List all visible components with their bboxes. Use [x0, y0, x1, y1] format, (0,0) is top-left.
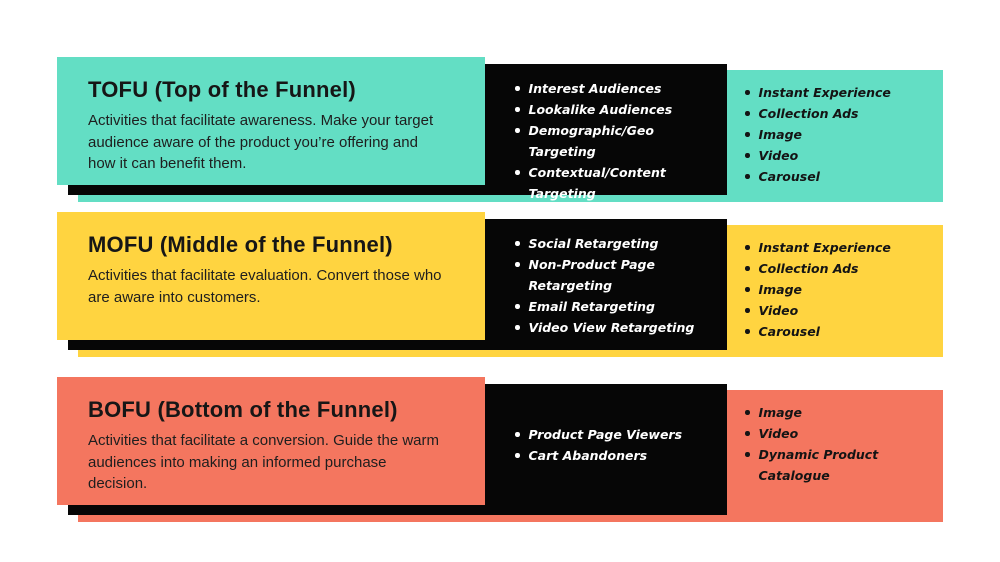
- targeting-item-label: Video View Retargeting: [528, 320, 695, 335]
- targeting-item: Contextual/Content Targeting: [515, 162, 721, 204]
- targeting-item: Product Page Viewers: [515, 424, 721, 445]
- targeting-item: Lookalike Audiences: [515, 99, 721, 120]
- targeting-item-label: Social Retargeting: [528, 236, 659, 251]
- ad-format-item-label: Instant Experience: [758, 240, 891, 255]
- ad-format-item-label: Image: [758, 405, 803, 420]
- ad-format-item: Instant Experience: [745, 82, 939, 103]
- ad-format-item: Carousel: [745, 321, 939, 342]
- bofu-stage-description: Activities that facilitate a conversion.…: [88, 432, 439, 492]
- mofu-stage-description: Activities that facilitate evaluation. C…: [88, 267, 442, 306]
- ad-format-item: Video: [745, 423, 939, 444]
- ad-format-item: Video: [745, 300, 939, 321]
- bullet-icon: [515, 262, 520, 267]
- bullet-icon: [745, 174, 750, 179]
- targeting-item-label: Demographic/Geo Targeting: [528, 123, 654, 159]
- ad-format-item-label: Carousel: [758, 324, 820, 339]
- targeting-item: Demographic/Geo Targeting: [515, 120, 721, 162]
- bullet-icon: [745, 410, 750, 415]
- bullet-icon: [745, 431, 750, 436]
- mofu-stage-title: MOFU (Middle of the Funnel): [88, 232, 393, 257]
- ad-format-item-label: Video: [758, 303, 799, 318]
- bullet-icon: [745, 132, 750, 137]
- ad-format-item: Carousel: [745, 166, 939, 187]
- tofu-stage-card: TOFU (Top of the Funnel) Activities that…: [57, 57, 485, 185]
- ad-format-item-label: Instant Experience: [758, 85, 891, 100]
- ad-format-item: Collection Ads: [745, 103, 939, 124]
- ad-format-item: Instant Experience: [745, 237, 939, 258]
- tofu-stage-description: Activities that facilitate awareness. Ma…: [88, 112, 434, 172]
- ad-format-item: Collection Ads: [745, 258, 939, 279]
- bullet-icon: [745, 266, 750, 271]
- bullet-icon: [515, 170, 520, 175]
- targeting-item: Social Retargeting: [515, 233, 721, 254]
- funnel-row-mofu: MOFU (Middle of the Funnel) Activities t…: [57, 212, 943, 360]
- targeting-item-label: Interest Audiences: [528, 81, 662, 96]
- funnel-row-bofu: BOFU (Bottom of the Funnel) Activities t…: [57, 377, 943, 525]
- targeting-item-label: Email Retargeting: [528, 299, 656, 314]
- ad-format-item-label: Video: [758, 426, 799, 441]
- bullet-icon: [515, 453, 520, 458]
- targeting-item: Email Retargeting: [515, 296, 721, 317]
- bullet-icon: [515, 432, 520, 437]
- bullet-icon: [515, 304, 520, 309]
- bullet-icon: [515, 107, 520, 112]
- ad-format-item-label: Dynamic Product Catalogue: [758, 447, 879, 483]
- ad-format-item-label: Image: [758, 282, 803, 297]
- ad-format-item: Image: [745, 402, 939, 423]
- bofu-targeting-list: Product Page Viewers Cart Abandoners: [485, 384, 727, 515]
- bullet-icon: [745, 287, 750, 292]
- targeting-item-label: Lookalike Audiences: [528, 102, 673, 117]
- tofu-ad-formats-list: Instant Experience Collection Ads Image …: [727, 70, 943, 202]
- ad-format-item: Dynamic Product Catalogue: [745, 444, 939, 486]
- bullet-icon: [515, 241, 520, 246]
- ad-format-item: Video: [745, 145, 939, 166]
- bullet-icon: [745, 329, 750, 334]
- ad-format-item-label: Collection Ads: [758, 106, 859, 121]
- ad-format-item-label: Image: [758, 127, 803, 142]
- bullet-icon: [745, 245, 750, 250]
- ad-format-item-label: Collection Ads: [758, 261, 859, 276]
- targeting-item: Video View Retargeting: [515, 317, 721, 338]
- bullet-icon: [515, 86, 520, 91]
- mofu-targeting-list: Social Retargeting Non-Product Page Reta…: [485, 219, 727, 350]
- bullet-icon: [515, 128, 520, 133]
- bofu-ad-formats-list: Image Video Dynamic Product Catalogue: [727, 390, 943, 522]
- ad-format-item: Image: [745, 279, 939, 300]
- targeting-item-label: Non-Product Page Retargeting: [528, 257, 655, 293]
- mofu-stage-card: MOFU (Middle of the Funnel) Activities t…: [57, 212, 485, 340]
- bullet-icon: [515, 325, 520, 330]
- targeting-item: Cart Abandoners: [515, 445, 721, 466]
- mofu-ad-formats-list: Instant Experience Collection Ads Image …: [727, 225, 943, 357]
- targeting-item-label: Contextual/Content Targeting: [528, 165, 666, 201]
- targeting-item-label: Cart Abandoners: [528, 448, 648, 463]
- targeting-item: Non-Product Page Retargeting: [515, 254, 721, 296]
- ad-format-item-label: Video: [758, 148, 799, 163]
- bullet-icon: [745, 111, 750, 116]
- bullet-icon: [745, 308, 750, 313]
- bofu-stage-card: BOFU (Bottom of the Funnel) Activities t…: [57, 377, 485, 505]
- tofu-targeting-list: Interest Audiences Lookalike Audiences D…: [485, 64, 727, 201]
- funnel-row-tofu: TOFU (Top of the Funnel) Activities that…: [57, 57, 943, 205]
- ad-format-item: Image: [745, 124, 939, 145]
- targeting-item: Interest Audiences: [515, 78, 721, 99]
- bullet-icon: [745, 452, 750, 457]
- targeting-item-label: Product Page Viewers: [528, 427, 683, 442]
- bofu-stage-title: BOFU (Bottom of the Funnel): [88, 397, 398, 422]
- tofu-stage-title: TOFU (Top of the Funnel): [88, 77, 356, 102]
- ad-format-item-label: Carousel: [758, 169, 820, 184]
- bullet-icon: [745, 153, 750, 158]
- bullet-icon: [745, 90, 750, 95]
